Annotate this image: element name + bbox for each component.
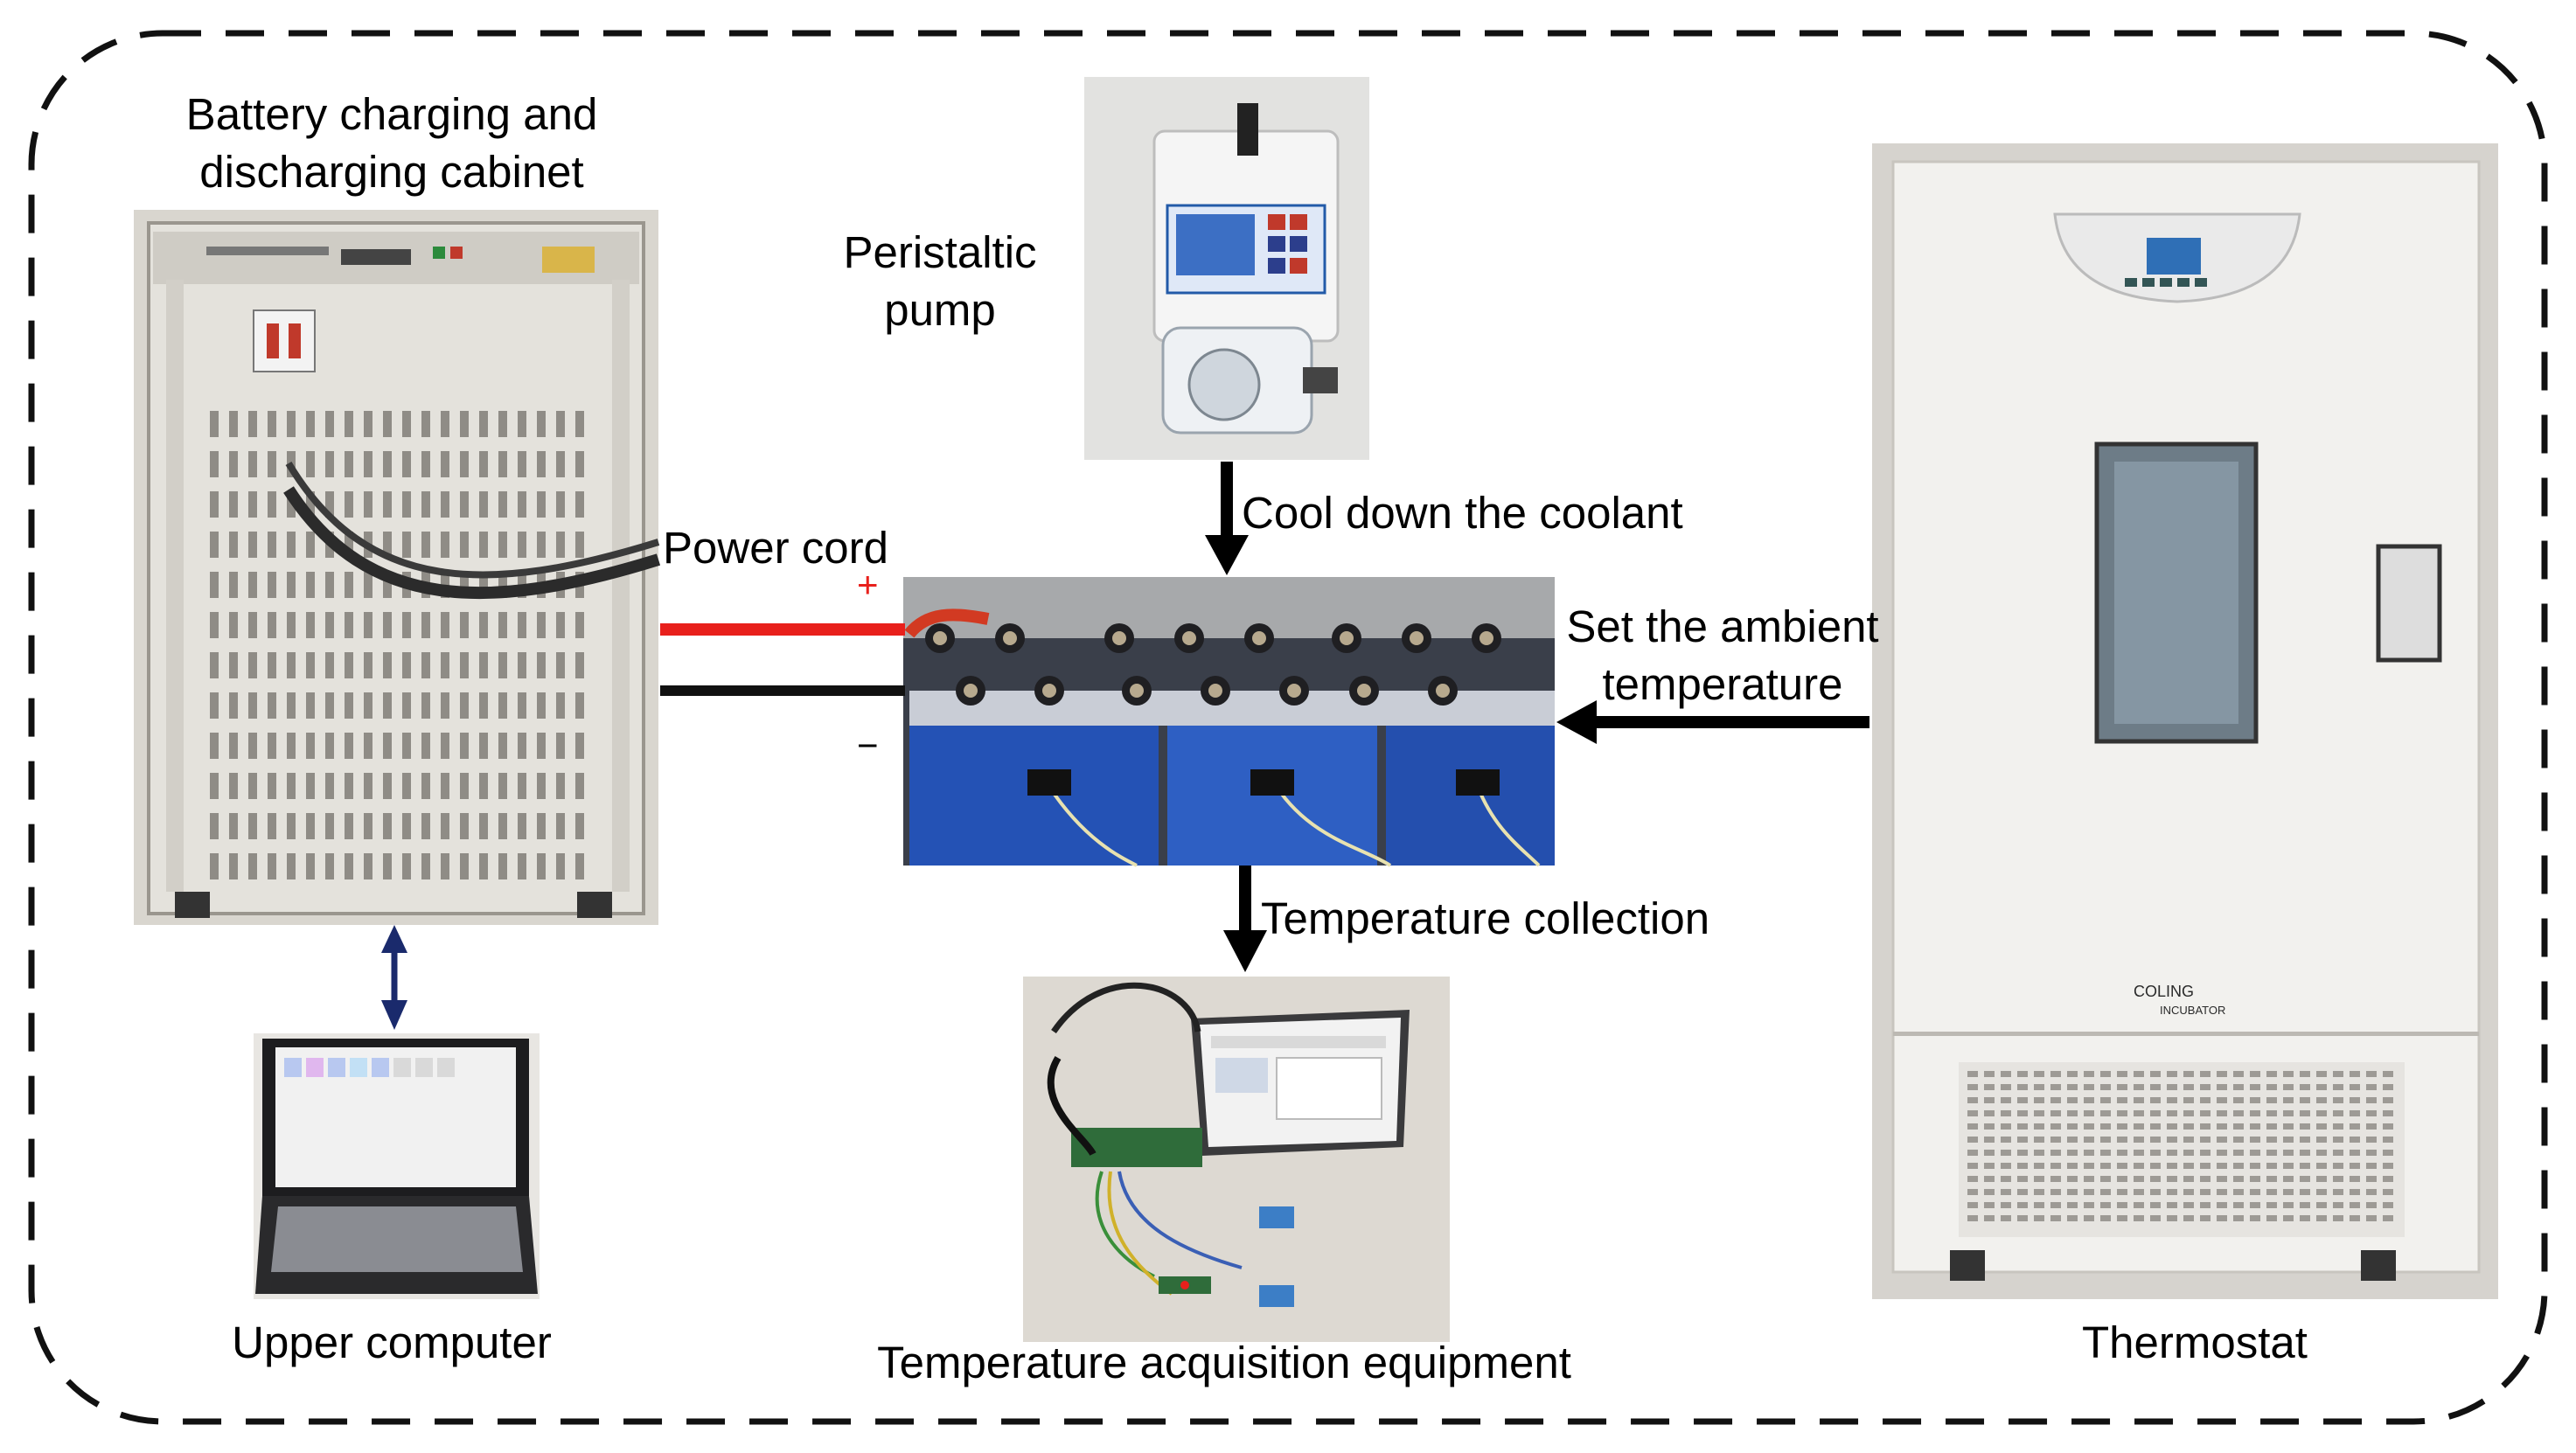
- pump-photo: [1084, 77, 1369, 460]
- coolant-label: Cool down the coolant: [1242, 488, 1683, 538]
- cabinet-vents: [210, 411, 584, 879]
- acquisition-photo: [1023, 977, 1450, 1342]
- laptop-photo: [254, 1033, 540, 1299]
- minus-sign: −: [857, 725, 879, 766]
- cabinet-title-line1: Battery charging and: [185, 89, 598, 139]
- thermostat-grille: [1967, 1071, 2393, 1221]
- battery-photo: [903, 577, 1555, 866]
- pump-title: Peristaltic pump: [813, 224, 1067, 340]
- battery-sensor-wires: [1027, 769, 1541, 867]
- pump-title-line1: Peristaltic: [843, 227, 1037, 277]
- incubator-model-logo: INCUBATOR: [2160, 1004, 2225, 1017]
- double-arrow-icon: [381, 925, 407, 1030]
- arrow-left-icon: [1556, 700, 1869, 744]
- arrow-down-icon: [1223, 866, 1267, 972]
- cabinet-title-line2: discharging cabinet: [199, 147, 584, 198]
- pump-title-line2: pump: [884, 285, 996, 336]
- acquisition-label: Temperature acquisition equipment: [877, 1338, 1571, 1387]
- power-cord-label: Power cord: [663, 523, 888, 573]
- arrow-down-icon: [1205, 462, 1249, 575]
- incubator-brand-logo: COLING: [2134, 983, 2194, 1000]
- dashed-border: [28, 30, 2548, 1425]
- upper-computer-label: Upper computer: [232, 1317, 552, 1367]
- ambient-label-line2: temperature: [1602, 659, 1843, 710]
- temp-collection-label: Temperature collection: [1261, 893, 1710, 943]
- ambient-label: Set the ambient temperature: [1548, 598, 1897, 714]
- cabinet-title: Battery charging and discharging cabinet: [129, 86, 654, 202]
- thermostat-label: Thermostat: [2082, 1317, 2308, 1367]
- battery-terminals: [925, 623, 1501, 706]
- cabinet-cable: [283, 486, 661, 600]
- plus-sign: +: [857, 564, 879, 605]
- ambient-label-line1: Set the ambient: [1566, 601, 1879, 651]
